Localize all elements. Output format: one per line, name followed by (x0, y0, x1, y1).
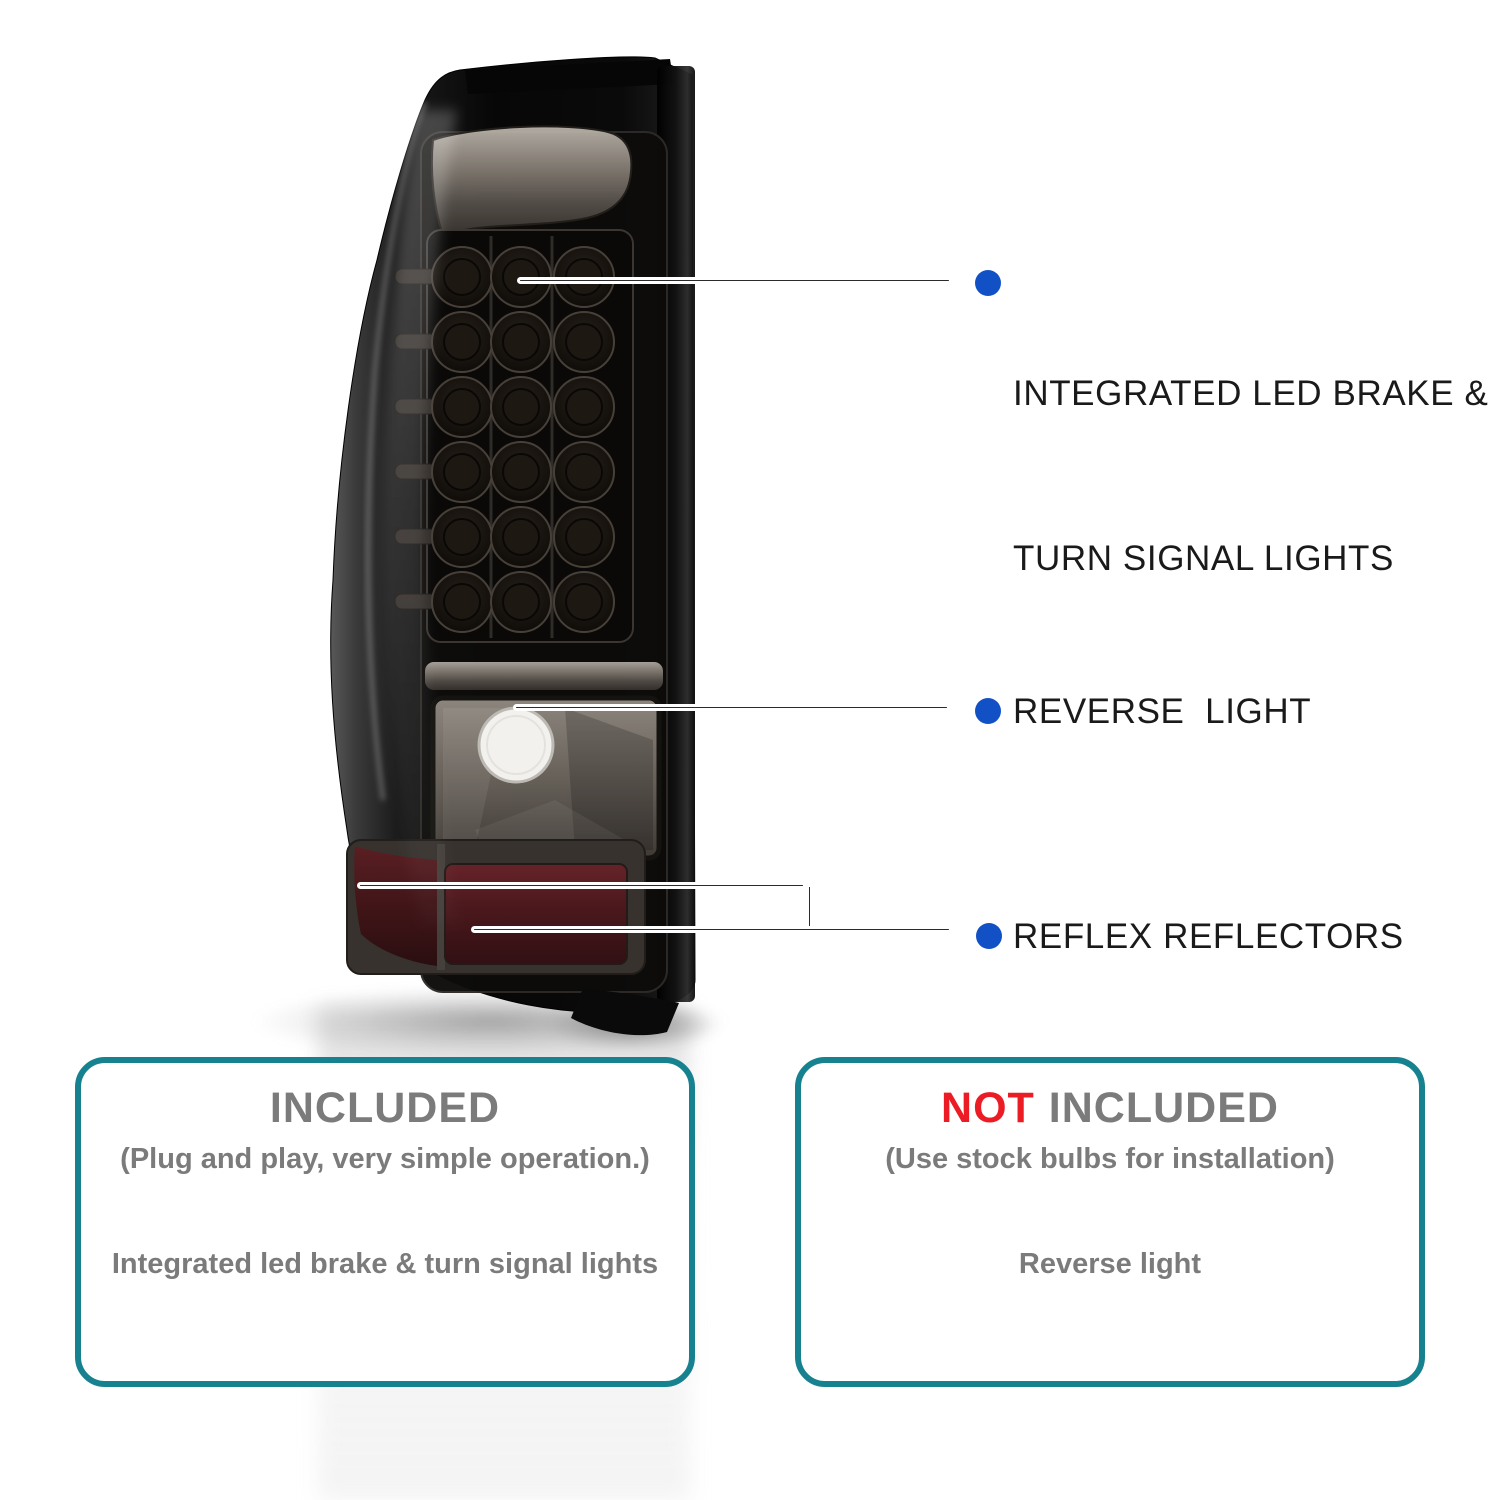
not-included-title-rest: INCLUDED (1048, 1084, 1279, 1132)
callout-label-reflex: REFLEX REFLECTORS (1013, 917, 1404, 956)
included-title: INCLUDED (269, 1084, 501, 1132)
callout-line-reflex-lower (471, 926, 952, 933)
led-grid (394, 229, 634, 643)
reverse-light-lens (430, 695, 662, 861)
reflex-reflectors (346, 839, 646, 975)
callout-label-led-line2: TURN SIGNAL LIGHTS (1013, 539, 1394, 578)
not-included-item: Reverse light (1018, 1248, 1202, 1280)
tail-light-photo (330, 56, 696, 1036)
not-included-box: NOT INCLUDED (Use stock bulbs for install… (795, 1057, 1425, 1387)
reverse-bulb-hole (477, 706, 555, 784)
reflex-reflector-right (444, 863, 628, 965)
included-item: Integrated led brake & turn signal light… (111, 1248, 659, 1280)
bullet-dot-icon (975, 698, 1001, 724)
not-included-subtitle: (Use stock bulbs for installation) (885, 1143, 1335, 1175)
bullet-dot-icon (975, 270, 1001, 296)
callout-label-reverse: REVERSE LIGHT (1013, 692, 1312, 731)
included-subtitle: (Plug and play, very simple operation.) (120, 1143, 650, 1175)
not-included-title: NOT INCLUDED (801, 1083, 1419, 1133)
callout-line-reflex-upper (357, 882, 806, 889)
callout-line-reverse (513, 704, 950, 711)
callout-line-led (517, 277, 952, 284)
bullet-dot-icon (976, 923, 1002, 949)
callout-label-led: INTEGRATED LED BRAKE & TURN SIGNAL LIGHT… (1013, 256, 1488, 696)
callout-connector-reflex (806, 884, 813, 930)
not-included-title-not: NOT (941, 1084, 1035, 1132)
included-box: INCLUDED (Plug and play, very simple ope… (75, 1057, 695, 1387)
callout-label-led-line1: INTEGRATED LED BRAKE & (1013, 374, 1489, 413)
lamp-chrome-strip (425, 662, 663, 690)
